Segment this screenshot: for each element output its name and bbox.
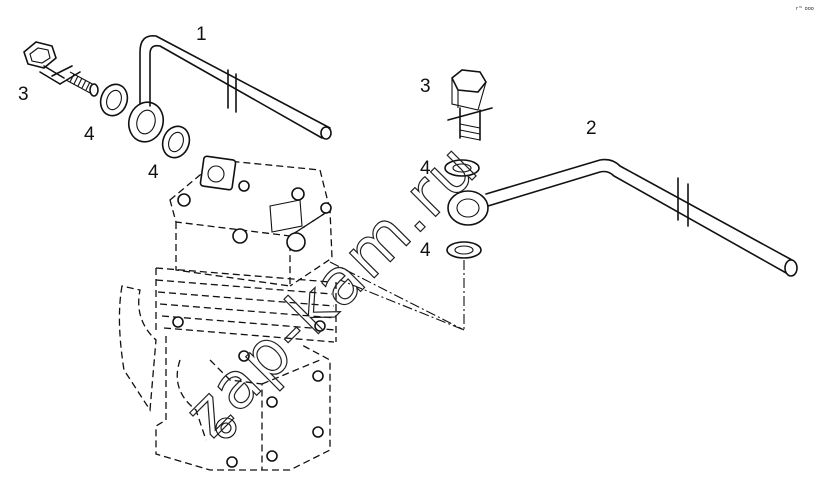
banjo-eye-left <box>127 101 165 143</box>
bolt-thread-left <box>65 71 99 97</box>
banjo-eye-right <box>447 190 489 226</box>
callout-2: 2 <box>586 118 597 139</box>
pipe-2-assembly <box>339 69 798 331</box>
compressor-body <box>118 155 465 471</box>
washer-right-2 <box>446 241 482 259</box>
bolt-head-right <box>450 69 487 93</box>
callout-1: 1 <box>196 24 207 45</box>
callout-4-left-upper: 4 <box>84 124 95 145</box>
pipe-2 <box>485 158 793 261</box>
washer-right-1 <box>444 159 480 177</box>
washer-left-1 <box>99 83 129 117</box>
pipe-1 <box>139 35 331 129</box>
callout-3-right: 3 <box>420 76 431 97</box>
callout-3-left: 3 <box>18 84 29 105</box>
callout-4-right-lower: 4 <box>420 240 431 261</box>
corner-mark: r™ ooo <box>796 6 814 12</box>
washer-left-2 <box>161 125 191 159</box>
callout-4-left-lower: 4 <box>148 162 159 183</box>
bolt-head-left <box>23 41 57 69</box>
callout-4-right-upper: 4 <box>420 158 431 179</box>
port-fitting-head <box>199 155 237 191</box>
pipe-1-assembly <box>23 35 332 159</box>
bolt-thread-right <box>459 123 481 141</box>
